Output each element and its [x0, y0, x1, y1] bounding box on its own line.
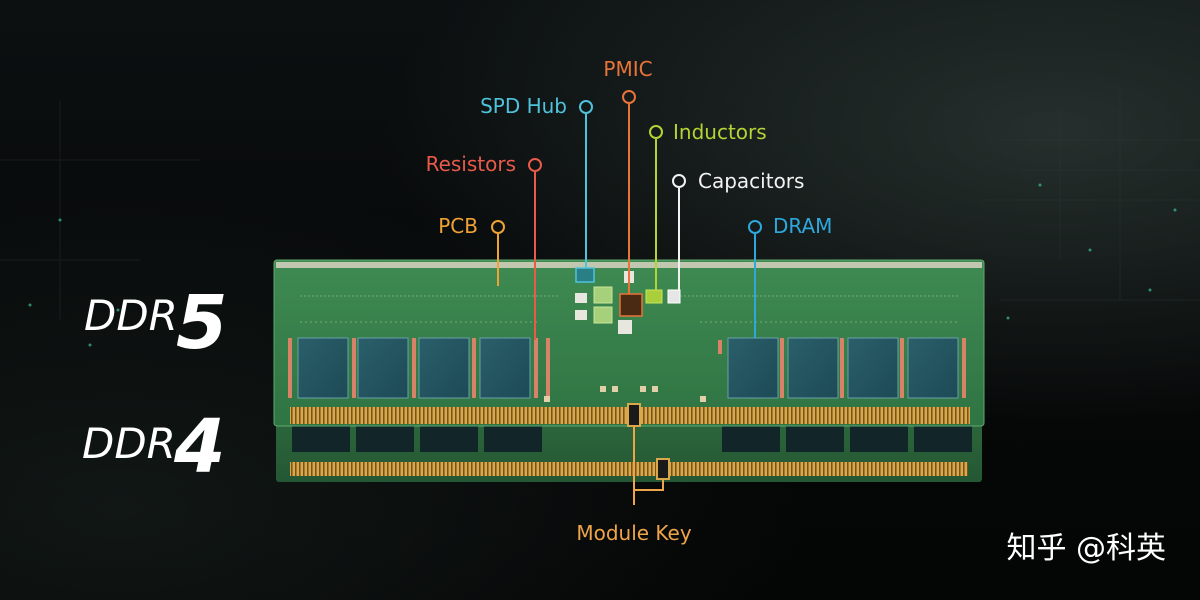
capacitors-marker [672, 174, 686, 188]
callout-labels: PMIC SPD Hub Inductors Resistors Capacit… [426, 57, 833, 545]
ddr4-number: 4 [173, 404, 226, 490]
dram-chip [787, 337, 839, 399]
ddr5-trace-rows [300, 295, 960, 323]
capacitor-block [667, 289, 681, 304]
background-dots [28, 183, 1177, 347]
inductor-block [645, 289, 663, 304]
inductors-label: Inductors [673, 120, 767, 144]
dram-chip [297, 337, 349, 399]
ddr5-dram-chips [297, 337, 959, 399]
dram-marker [748, 220, 762, 234]
module-key-leader [633, 426, 664, 505]
ddr5-small-passives [544, 386, 706, 402]
pcb-label: PCB [438, 214, 478, 238]
ddr5-number: 5 [176, 280, 228, 366]
ddr4-gold-pins [290, 462, 968, 476]
dram-label: DRAM [773, 214, 832, 238]
spd-hub-label: SPD Hub [480, 94, 567, 118]
dram-chip [847, 337, 899, 399]
capacitors-label: Capacitors [698, 169, 804, 193]
ddr5-word: DDR [84, 291, 178, 340]
dram-chip [727, 337, 779, 399]
ddr4-dram-chips [292, 426, 972, 452]
resistors-label: Resistors [426, 152, 516, 176]
pcb-marker [491, 220, 505, 234]
pmic-chip [619, 293, 643, 317]
ddr5-variant-label: DDR 5 [84, 280, 228, 366]
ddr4-variant-label: DDR 4 [82, 404, 226, 490]
resistors-marker [528, 158, 542, 172]
pmic-marker [622, 90, 636, 104]
module-key-label: Module Key [576, 521, 692, 545]
spd-hub-chip [575, 267, 595, 283]
resistor-strips [288, 338, 966, 398]
dram-chip [357, 337, 409, 399]
inductors-marker [649, 125, 663, 139]
dram-chip [418, 337, 470, 399]
ddr5-module-key-notch [627, 403, 641, 427]
passive-cluster [575, 271, 634, 334]
callout-lines [491, 90, 762, 505]
background-circuit [0, 90, 1200, 320]
pmic-label: PMIC [603, 57, 652, 81]
dram-chip [907, 337, 959, 399]
ddr4-module-key-notch [656, 458, 670, 480]
ddr4-word: DDR [82, 419, 176, 468]
ddr5-module [273, 259, 985, 427]
dram-chip [479, 337, 531, 399]
spd-hub-marker [579, 100, 593, 114]
watermark: 知乎 @科英 [1006, 531, 1166, 566]
